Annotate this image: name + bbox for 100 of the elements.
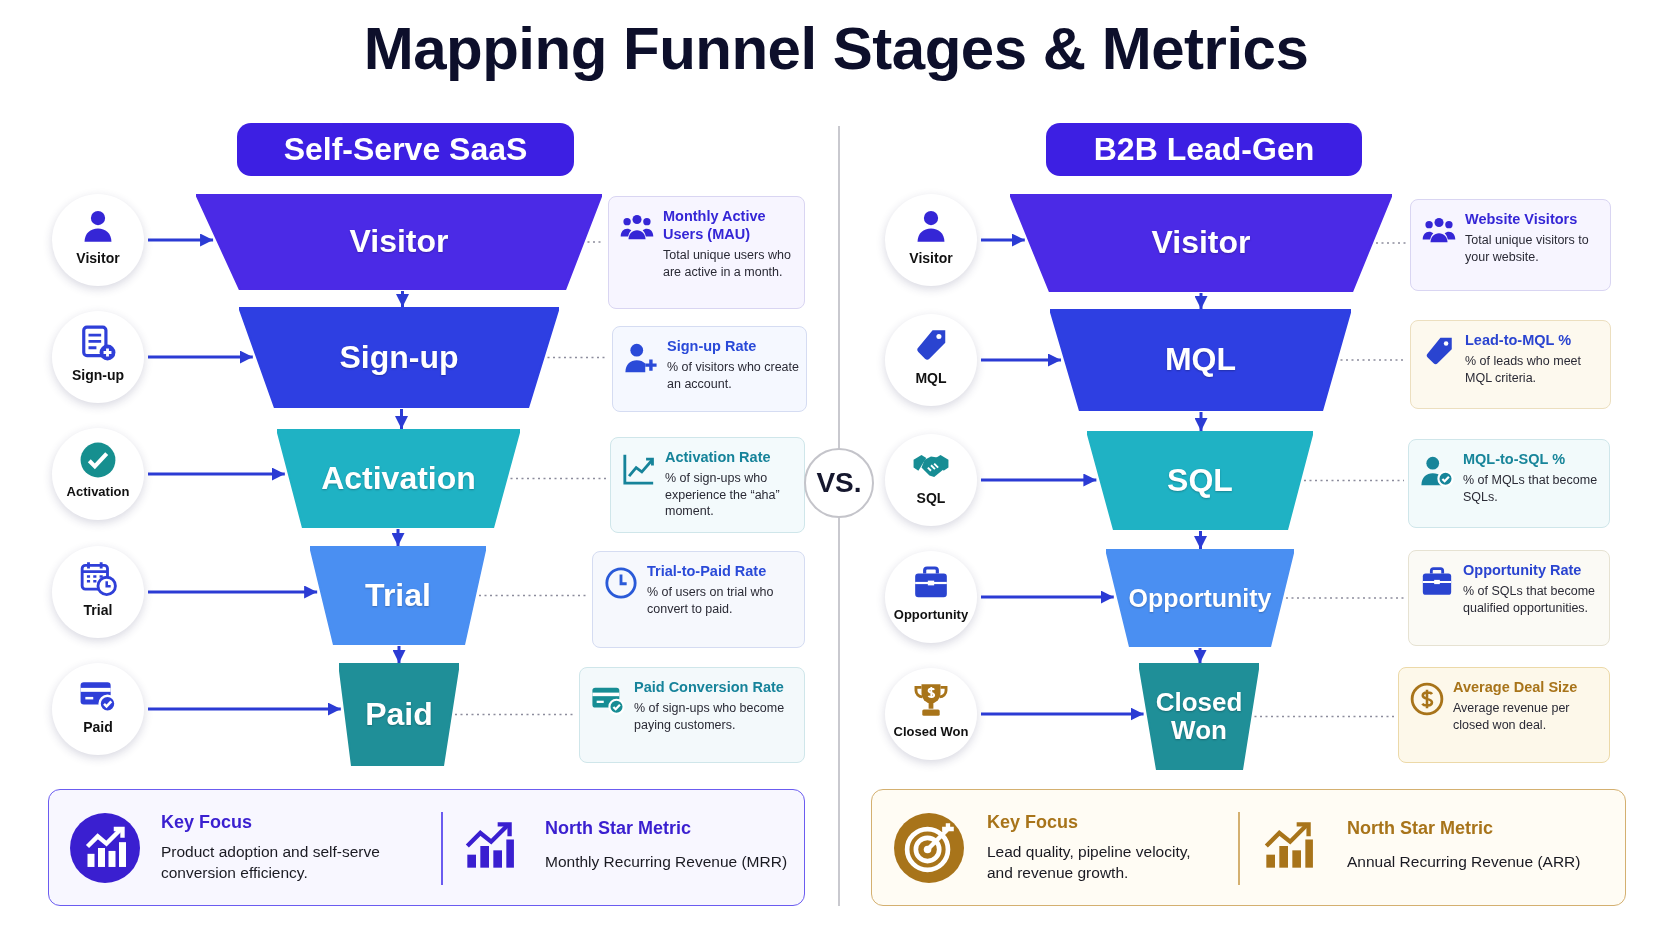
page-title: Mapping Funnel Stages & Metrics <box>362 14 1310 83</box>
metric-description: % of users on trial who convert to paid. <box>647 584 775 618</box>
metric-card <box>608 196 805 309</box>
section-header: Self-Serve SaaS <box>237 123 574 176</box>
arrow <box>148 702 341 716</box>
arrow <box>981 473 1097 487</box>
stage-icon-circle <box>52 663 144 755</box>
stage-name: Opportunity <box>892 607 970 622</box>
metric-card <box>579 667 805 763</box>
funnel-stage <box>1010 194 1392 292</box>
metric-title: Trial-to-Paid Rate <box>647 562 768 581</box>
metric-title: Activation Rate <box>665 448 772 467</box>
metric-description: % of sign-ups who become paying customers. <box>634 700 786 734</box>
dotted-connector <box>454 713 576 716</box>
arrow <box>1194 531 1207 549</box>
arrow <box>395 409 408 429</box>
metric-description: % of visitors who create an account. <box>667 359 800 393</box>
stage-label: Trial <box>365 578 431 613</box>
metric-title: Lead-to-MQL % <box>1465 331 1573 350</box>
stage-label: Sign-up <box>339 340 459 375</box>
stage-icon-circle <box>885 194 977 286</box>
arrow <box>391 529 405 546</box>
stage-icon-circle <box>885 668 977 760</box>
arrow <box>396 291 409 307</box>
stage-name: Visitor <box>75 250 121 266</box>
arrow <box>148 350 253 364</box>
arrow <box>981 590 1114 604</box>
stage-name: Activation <box>65 484 131 499</box>
panel-heading: Key Focus <box>161 812 253 833</box>
stage-label: Activation <box>321 461 476 496</box>
metric-card <box>1408 439 1610 528</box>
panel-text: Product adoption and self-serve conversion efficiency. <box>161 842 381 883</box>
arrow <box>148 467 285 481</box>
stage-icon-circle <box>52 194 144 286</box>
funnel-stage <box>196 194 602 290</box>
metric-description: % of SQLs that become qualified opportunities. <box>1463 583 1596 617</box>
dotted-connector <box>1285 597 1405 599</box>
panel-heading: North Star Metric <box>1347 818 1494 839</box>
stage-name: Paid <box>82 719 114 735</box>
panel-heading: North Star Metric <box>545 818 692 839</box>
arrow <box>981 707 1144 721</box>
arrow <box>981 233 1025 247</box>
metric-title: Opportunity Rate <box>1463 561 1583 580</box>
metric-description: % of sign-ups who experience the “aha” moment. <box>665 470 781 520</box>
dotted-connector <box>1303 479 1405 482</box>
arrow <box>981 353 1061 367</box>
metric-description: Average revenue per closed won deal. <box>1453 700 1571 734</box>
stage-icon-circle <box>885 314 977 406</box>
metric-card <box>592 551 805 648</box>
metric-title: Paid Conversion Rate <box>634 678 785 697</box>
versus-badge: VS. <box>804 448 874 518</box>
stage-label: Visitor <box>1151 226 1251 260</box>
arrow <box>392 646 406 663</box>
arrow <box>148 585 318 599</box>
stage-name: Trial <box>82 602 114 618</box>
stage-icon-circle <box>885 551 977 643</box>
funnel-stage <box>277 429 520 528</box>
stage-name: Sign-up <box>70 367 126 383</box>
stage-label: Opportunity <box>1128 584 1272 612</box>
metric-card <box>1410 320 1611 409</box>
arrow <box>1194 293 1208 309</box>
stage-name: MQL <box>914 370 948 386</box>
panel-text: Lead quality, pipeline velocity, and revenue growth. <box>987 842 1192 883</box>
funnel-stage <box>1106 549 1294 647</box>
metric-card <box>1410 199 1611 291</box>
metric-card <box>1408 550 1610 646</box>
stage-label: SQL <box>1167 463 1233 498</box>
funnel-stage <box>1087 431 1313 530</box>
arrow <box>148 233 214 247</box>
summary-panel <box>871 789 1626 906</box>
dotted-connector <box>1253 715 1395 718</box>
metric-card <box>612 326 807 412</box>
stage-label: Visitor <box>349 225 449 259</box>
arrow <box>1193 648 1207 663</box>
stage-name: SQL <box>915 490 947 506</box>
funnel-stage <box>1050 309 1351 411</box>
metric-title: Average Deal Size <box>1453 678 1579 697</box>
metric-title: MQL-to-SQL % <box>1463 450 1567 469</box>
funnel-stage <box>239 307 559 408</box>
metric-title: Monthly Active Users (MAU) <box>663 207 767 244</box>
metric-card <box>1398 667 1610 763</box>
stage-label: Paid <box>365 697 433 732</box>
funnel-stage <box>339 663 459 766</box>
stage-icon-circle <box>52 428 144 520</box>
metric-description: % of leads who meet MQL criteria. <box>1465 353 1583 387</box>
stage-icon-circle <box>52 311 144 403</box>
metric-description: Total unique visitors to your website. <box>1465 232 1590 266</box>
funnel-stage <box>310 546 486 645</box>
stage-icon-circle <box>885 434 977 526</box>
arrow <box>1194 412 1208 431</box>
dotted-connector <box>509 477 607 480</box>
stage-icon-circle <box>52 546 144 638</box>
stage-name: Visitor <box>908 250 954 266</box>
dotted-connector <box>1375 242 1407 244</box>
panel-text: Monthly Recurring Revenue (MRR) <box>545 852 789 872</box>
funnel-stage <box>1139 663 1259 770</box>
metric-title: Sign-up Rate <box>667 337 758 356</box>
stage-name: Closed Won <box>892 724 970 739</box>
stage-label: MQL <box>1164 343 1237 377</box>
panel-text: Annual Recurring Revenue (ARR) <box>1347 852 1582 872</box>
